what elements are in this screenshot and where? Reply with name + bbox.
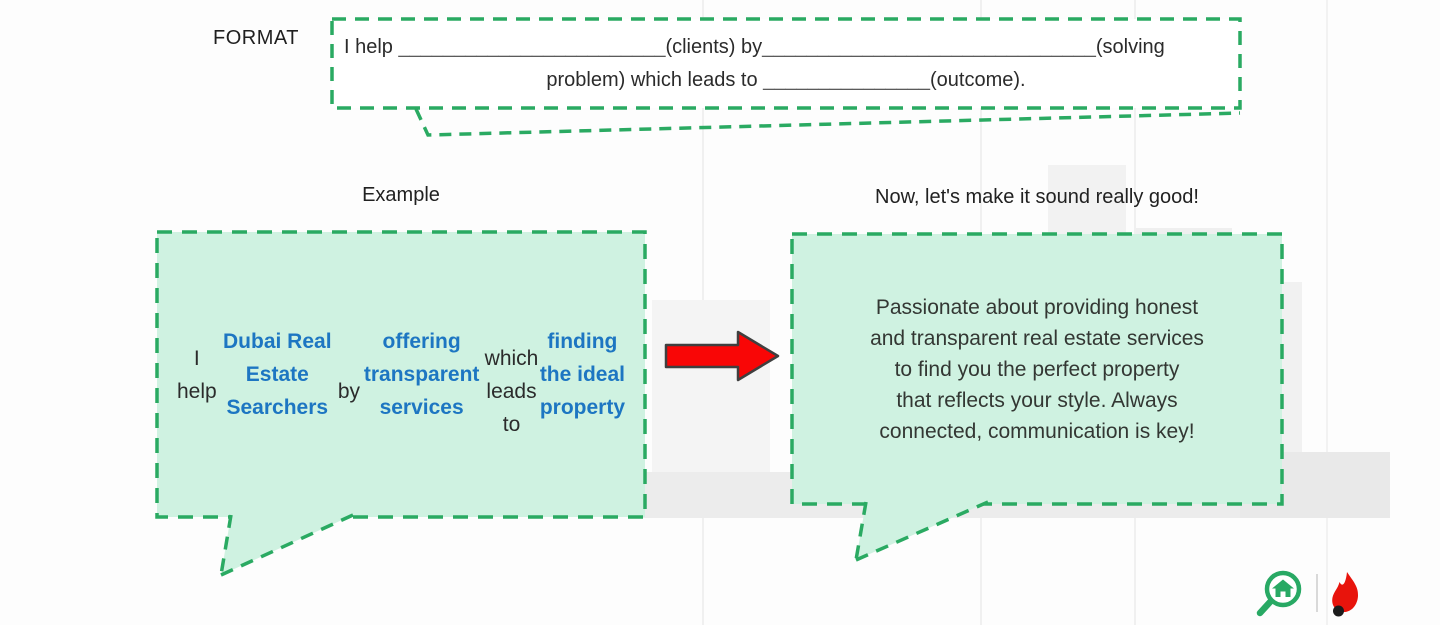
transform-arrow-icon xyxy=(664,330,780,382)
polished-heading: Now, let's make it sound really good! xyxy=(875,186,1199,208)
house-magnifier-logo xyxy=(1256,570,1302,617)
background-building xyxy=(652,300,770,505)
format-line-2: problem) which leads to _______________(… xyxy=(546,68,1026,91)
example-speech-bubble: I help Dubai Real Estate Searchers by of… xyxy=(155,230,647,519)
format-text: I help ________________________(clients)… xyxy=(330,17,1242,110)
example-bubble-tail xyxy=(219,513,354,577)
format-line-1: I help ________________________(clients)… xyxy=(344,35,1165,58)
polished-speech-bubble: Passionate about providing honest and tr… xyxy=(790,232,1284,506)
example-heading: Example xyxy=(362,184,440,206)
polished-bubble-text: Passionate about providing honest and tr… xyxy=(870,295,1204,443)
format-label: FORMAT xyxy=(213,27,299,49)
polished-bubble-tail xyxy=(854,500,989,562)
dashed-border xyxy=(155,230,647,519)
background-line xyxy=(1326,0,1328,625)
format-speech-box: I help ________________________(clients)… xyxy=(330,17,1242,110)
dashed-border xyxy=(790,232,1284,506)
logo-divider xyxy=(1316,574,1318,612)
example-bubble-text: I help Dubai Real Estate Searchers by of… xyxy=(177,330,626,436)
dashed-border xyxy=(330,17,1242,110)
flame-logo xyxy=(1332,572,1359,617)
format-bubble-tail xyxy=(414,108,1241,137)
